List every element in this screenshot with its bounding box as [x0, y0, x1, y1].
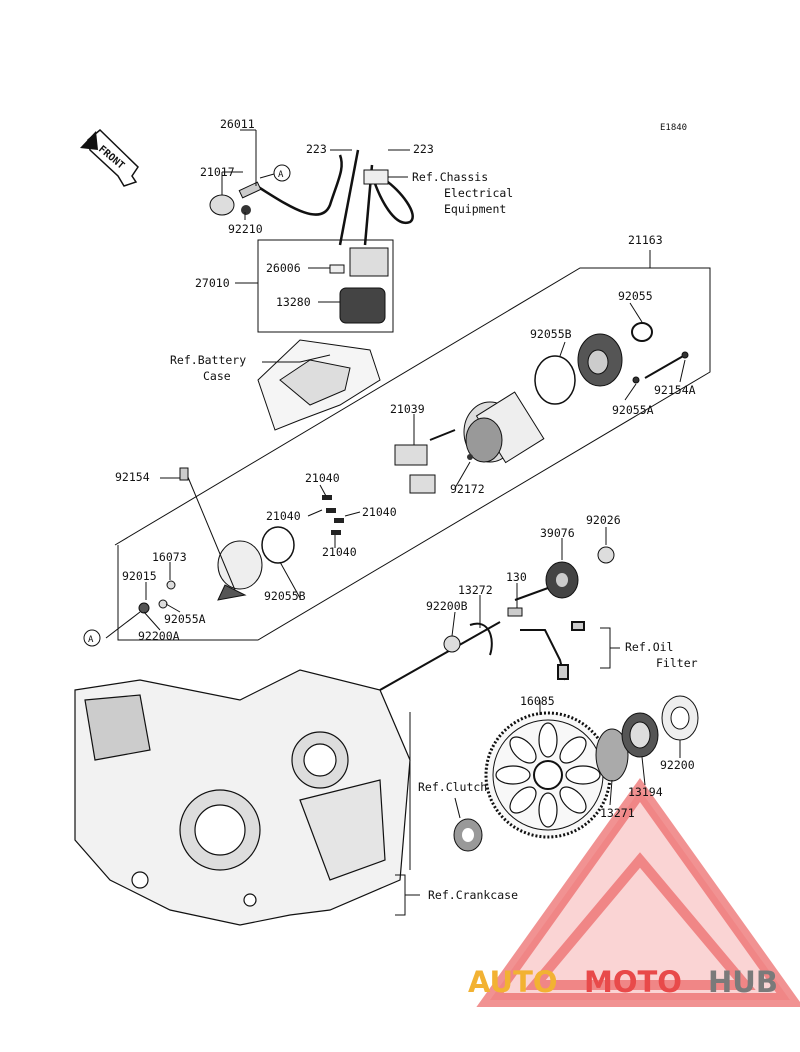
ref-oil-line1: Ref.Oil: [625, 640, 673, 654]
watermark-logo-icon: [476, 777, 800, 1007]
part-label: 13280: [276, 295, 311, 309]
part-label: 16085: [520, 694, 555, 708]
part-label: 27010: [195, 276, 230, 290]
relay-box-outline: [235, 239, 394, 333]
shim-92200: [661, 695, 699, 741]
watermark-text-hub: HUB: [708, 965, 778, 999]
part-label: 92200: [660, 758, 695, 772]
part-label: 92055B: [530, 327, 572, 341]
relay-icon: [329, 247, 389, 324]
callout-a-bottom: A: [83, 629, 101, 647]
battery-case-icon: [257, 339, 381, 431]
part-label: 21040: [322, 545, 357, 559]
part-label: 92210: [228, 222, 263, 236]
crankcase-icon: [74, 669, 411, 926]
ref-clutch: Ref.Clutch: [418, 780, 487, 794]
washer-92026: [597, 546, 615, 564]
ref-chassis-line2: Electrical: [444, 186, 513, 200]
part-labels: 26011 21017 92210 223 223 27010 26006 13…: [115, 117, 696, 820]
part-label: 21040: [305, 471, 340, 485]
terminal-clip: [363, 169, 389, 185]
front-cover-icon: [217, 540, 263, 601]
part-label: 21039: [390, 402, 425, 416]
end-cover-icon: [577, 333, 623, 387]
battery-terminal-cap: [209, 181, 262, 216]
part-label: 92026: [586, 513, 621, 527]
clutch-washer-icon: [453, 818, 483, 852]
small-washers: [138, 580, 176, 614]
through-bolt-right: [632, 351, 689, 384]
part-label: 21017: [200, 165, 235, 179]
part-label: 223: [413, 142, 434, 156]
assembly-outline: [114, 250, 711, 641]
part-label: 92200A: [138, 629, 180, 643]
part-label: 13272: [458, 583, 493, 597]
svg-text:A: A: [88, 635, 94, 645]
brush-springs-icon: [322, 495, 344, 535]
bolt-130: [507, 607, 523, 617]
part-label: 21040: [362, 505, 397, 519]
part-label: 92055A: [612, 403, 654, 417]
ref-battery-line2: Case: [203, 369, 231, 383]
part-label: 92055: [618, 289, 653, 303]
o-ring-92055B-bottom: [261, 526, 295, 564]
battery-cable: [254, 149, 414, 246]
part-label: 92154: [115, 470, 150, 484]
leader-lines: [105, 129, 686, 916]
part-label: 92172: [450, 482, 485, 496]
ref-crankcase: Ref.Crankcase: [428, 888, 518, 902]
clutch-13194-icon: [621, 712, 659, 758]
o-ring-92055B-top: [534, 355, 576, 405]
o-ring-92055: [631, 322, 653, 342]
part-label: 16073: [152, 550, 187, 564]
ref-chassis-line3: Equipment: [444, 202, 506, 216]
ref-oil-line2: Filter: [656, 656, 698, 670]
watermark: AUTO MOTO HUB: [468, 965, 778, 999]
part-label: 223: [306, 142, 327, 156]
part-label: 13194: [628, 785, 663, 799]
part-label: 92015: [122, 569, 157, 583]
starter-motor-icon: [463, 391, 545, 464]
part-label: 92055A: [164, 612, 206, 626]
ref-chassis-line1: Ref.Chassis: [412, 170, 488, 184]
part-label: 39076: [540, 526, 575, 540]
part-label: 26011: [220, 117, 255, 131]
part-label: 13271: [600, 806, 635, 820]
watermark-text-moto: MOTO: [584, 965, 682, 999]
front-arrow-icon: FRONT: [80, 128, 139, 187]
ring-gear-16085-icon: [484, 711, 612, 839]
shaft-icon: [379, 621, 501, 691]
ref-battery-line1: Ref.Battery: [170, 353, 246, 367]
part-label: 92200B: [426, 599, 468, 613]
part-label: 130: [506, 570, 527, 584]
part-label: 26006: [266, 261, 301, 275]
callout-a-top: A: [259, 164, 291, 182]
bolt-92154: [179, 467, 236, 591]
svg-text:A: A: [278, 170, 284, 180]
watermark-text-auto: AUTO: [468, 965, 558, 999]
oil-filter-bracket: [520, 621, 585, 681]
diagram-code: E1840: [660, 123, 687, 133]
part-label: 21040: [266, 509, 301, 523]
part-label: 21163: [628, 233, 663, 247]
reference-labels: Ref.Chassis Electrical Equipment Ref.Bat…: [170, 170, 698, 902]
brush-holder-icon: [394, 429, 473, 494]
part-label: 92154A: [654, 383, 696, 397]
gear-39076-icon: [514, 561, 579, 601]
part-label: 92055B: [264, 589, 306, 603]
